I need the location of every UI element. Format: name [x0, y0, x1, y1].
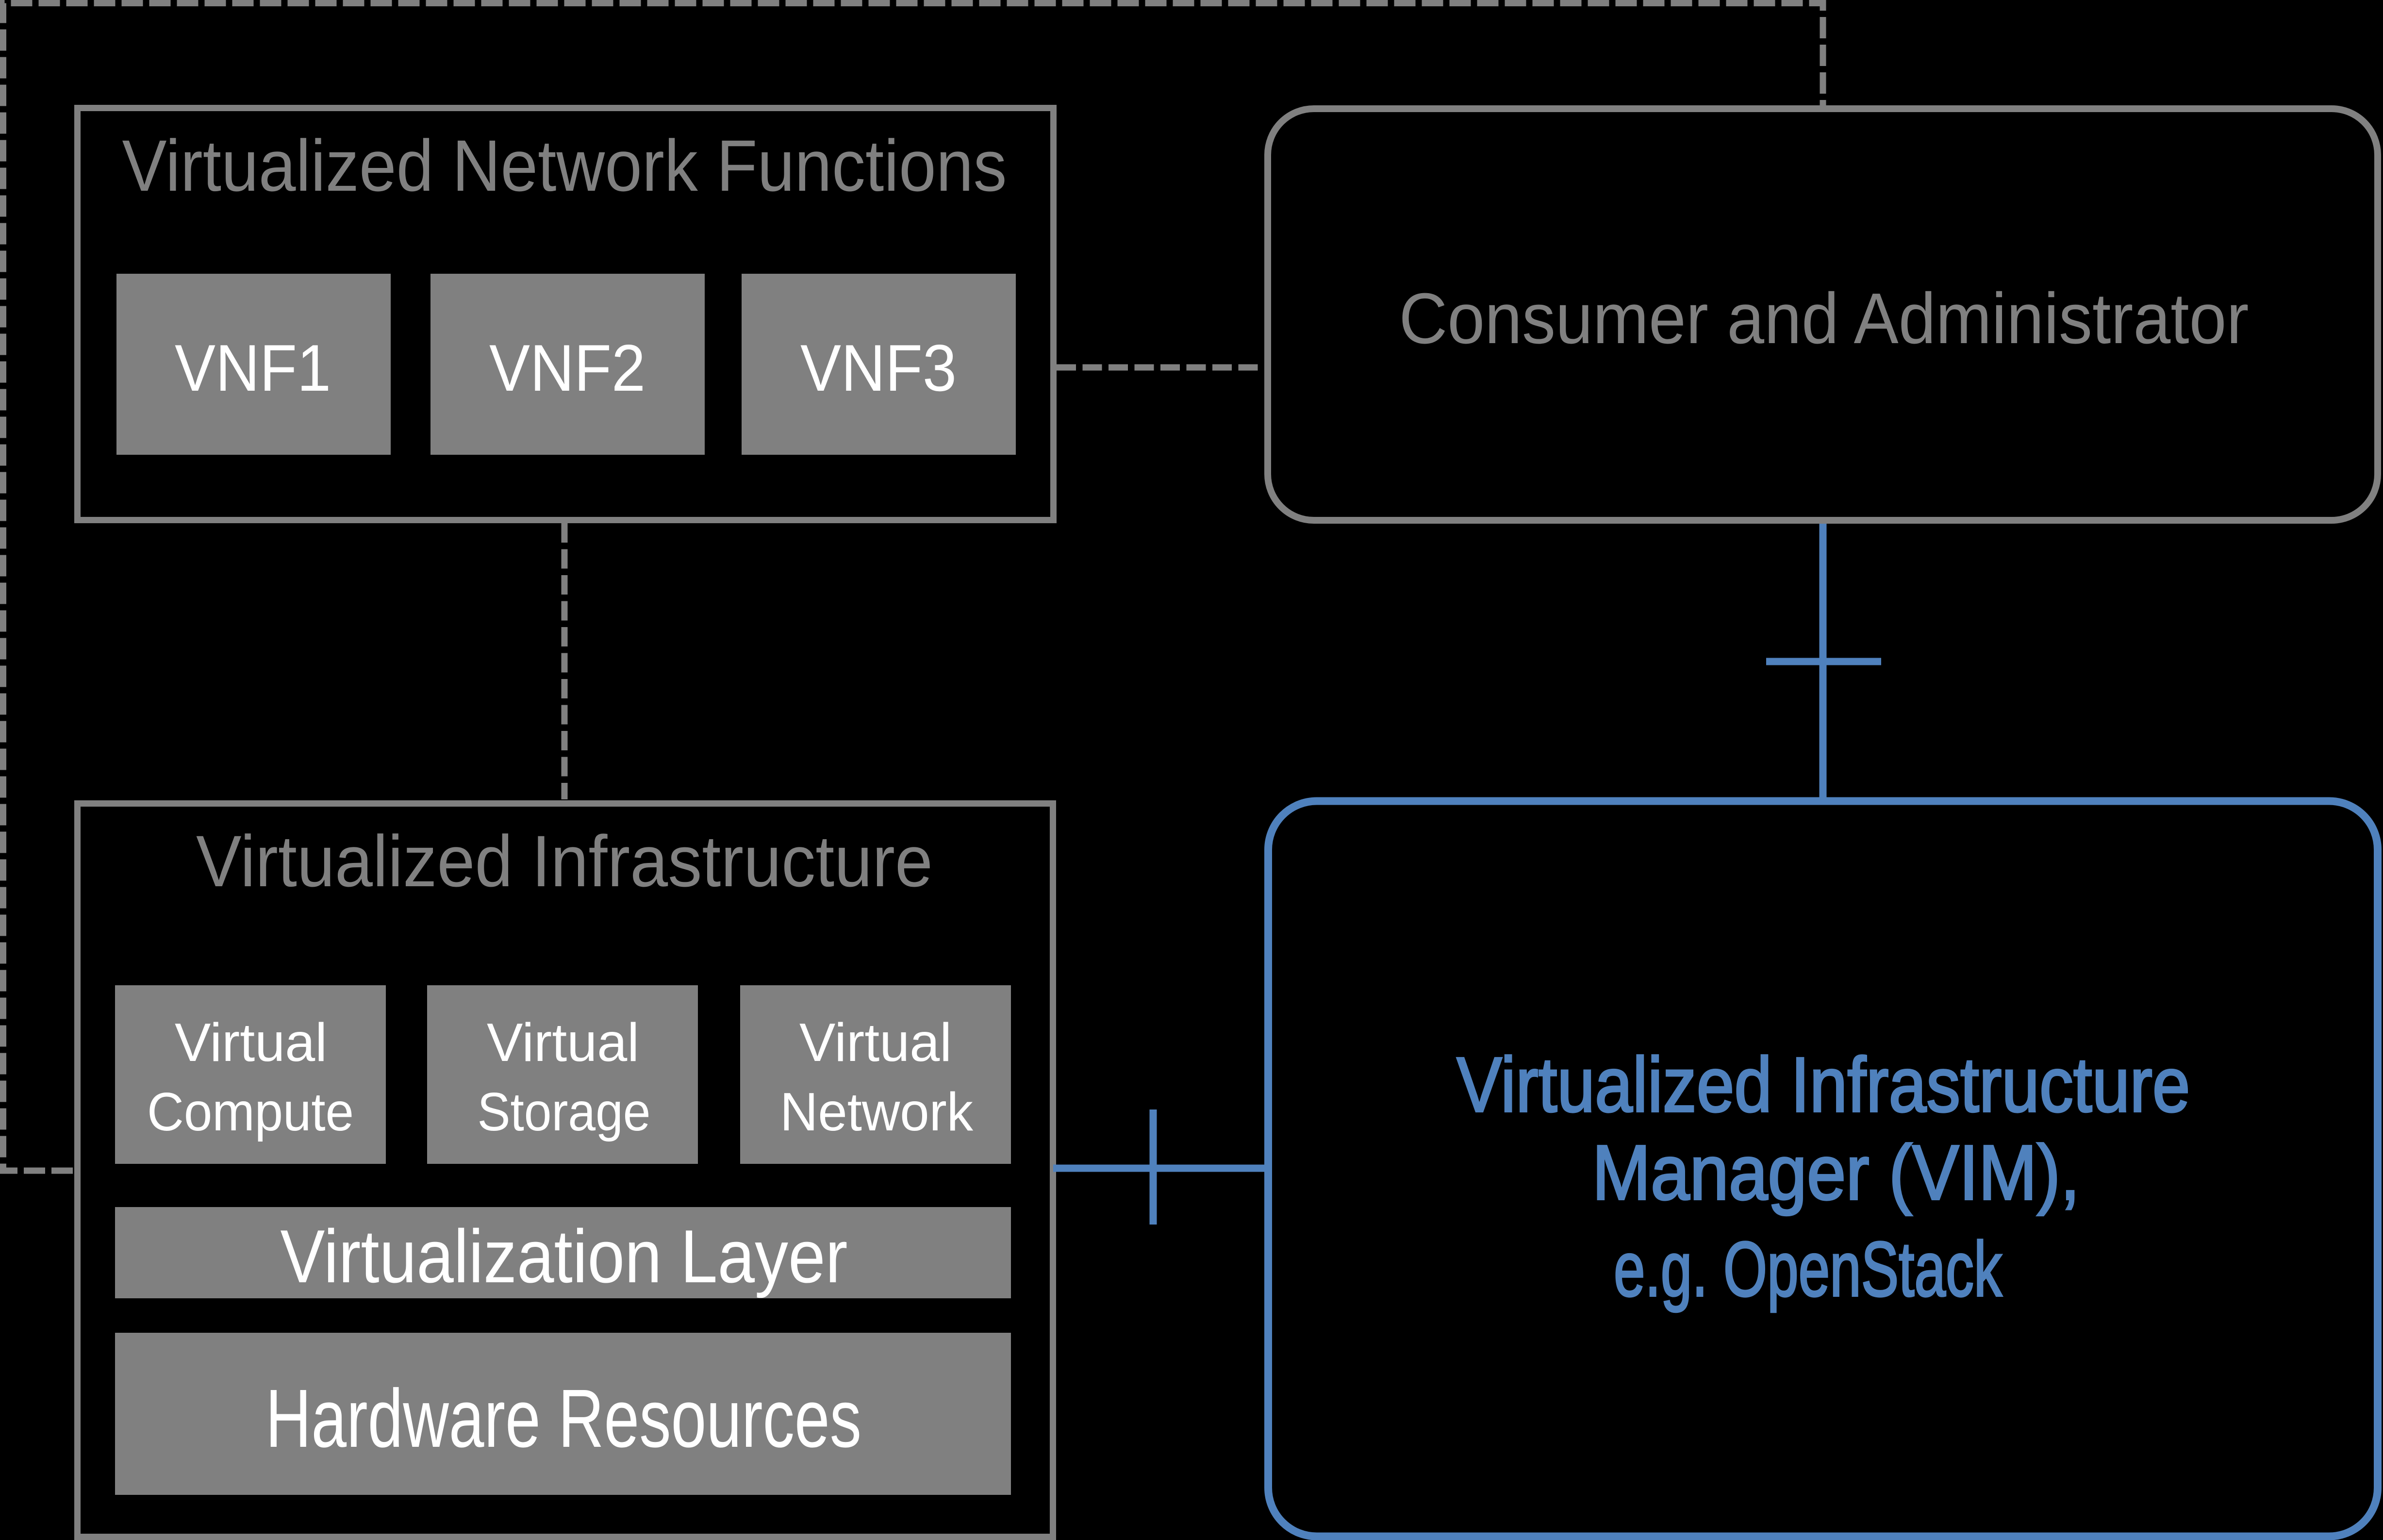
svg-text:Manager (VIM),: Manager (VIM), — [1592, 1129, 2080, 1216]
svg-text:Virtualized Network Functions: Virtualized Network Functions — [122, 125, 1007, 206]
svg-text:Consumer and Administrator: Consumer and Administrator — [1399, 279, 2249, 359]
svg-text:Virtualization Layer: Virtualization Layer — [281, 1214, 848, 1298]
svg-text:Hardware Resources: Hardware Resources — [265, 1373, 861, 1465]
svg-text:Virtualized Infrastructure: Virtualized Infrastructure — [196, 820, 933, 902]
svg-text:e.g. OpenStack: e.g. OpenStack — [1614, 1225, 2002, 1312]
svg-text:Virtual: Virtual — [487, 1012, 639, 1073]
svg-text:VNF2: VNF2 — [489, 331, 645, 405]
svg-text:Storage: Storage — [478, 1082, 651, 1142]
svg-text:Virtual: Virtual — [175, 1012, 327, 1073]
svg-text:VNF1: VNF1 — [175, 331, 331, 405]
svg-text:Virtual: Virtual — [799, 1012, 952, 1073]
svg-text:VNF3: VNF3 — [800, 331, 957, 405]
svg-text:Network: Network — [780, 1082, 973, 1142]
svg-text:Compute: Compute — [147, 1082, 354, 1142]
svg-text:Virtualized Infrastructure: Virtualized Infrastructure — [1457, 1041, 2190, 1128]
